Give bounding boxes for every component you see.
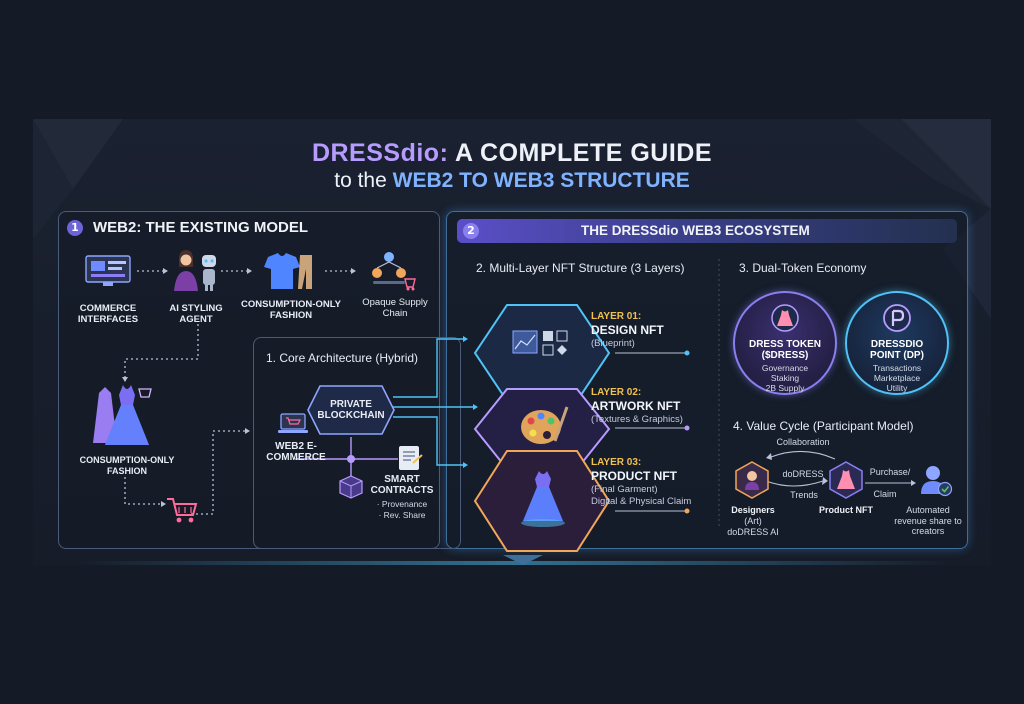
label-automated-revenue: Automated revenue share to creators: [894, 505, 962, 536]
section-divider: [718, 259, 720, 529]
label-web2-ecommerce: WEB2 E-COMMERCE: [266, 441, 326, 463]
label-commerce-interfaces: COMMERCE INTERFACES: [77, 303, 139, 325]
core-section-title: 1. Core Architecture (Hybrid): [266, 351, 419, 365]
subtitle: to the WEB2 TO WEB3 STRUCTURE: [33, 169, 991, 193]
dressdio-point-circle: DRESSDIO POINT (DP) Transactions Marketp…: [845, 291, 949, 395]
layer-01-tag: LAYER 01:: [591, 311, 642, 322]
cycle-arrows: [765, 450, 916, 487]
layer-hexagons: [473, 304, 611, 552]
point-token-line3: Utility: [886, 383, 908, 393]
dress-token-line1: Governance: [761, 363, 809, 373]
label-dodress: doDRESS: [782, 469, 824, 479]
layer-03-sub2: Digital & Physical Claim: [591, 496, 692, 507]
layer-03-name: PRODUCT NFT: [591, 469, 677, 483]
point-token-icon: [883, 304, 911, 332]
label-opaque-supply-chain: Opaque Supply Chain: [362, 297, 428, 319]
label-claim: Claim: [873, 489, 897, 499]
web2-number-badge: 1: [67, 220, 83, 236]
dress-token-name1: DRESS TOKEN: [748, 339, 822, 350]
label-product-nft: Product NFT: [819, 505, 873, 515]
label-rev-share: · Rev. Share: [378, 510, 426, 520]
layer-01-name: DESIGN NFT: [591, 323, 664, 337]
label-consumption-fashion-left: CONSUMPTION-ONLY FASHION: [79, 455, 175, 476]
label-provenance: · Provenance: [376, 499, 428, 509]
label-private-blockchain: PRIVATE BLOCKCHAIN: [317, 399, 385, 421]
dress-token-line2: Staking: [770, 373, 800, 383]
layer-02-sub: (Textures & Graphics): [591, 414, 683, 425]
laptop-icon: [278, 413, 308, 433]
label-designers: Designers: [731, 505, 775, 515]
dress-token-icon: [771, 304, 799, 332]
label-trends: Trends: [790, 490, 818, 500]
subtitle-emph: WEB2 TO WEB3 STRUCTURE: [392, 169, 690, 192]
bottom-pointer: [503, 555, 543, 565]
shopping-cart-icon: [167, 498, 198, 523]
clothing-icon: [264, 253, 312, 289]
user-check-icon: [921, 466, 953, 497]
label-collaboration: Collaboration: [776, 437, 830, 447]
dress-token-circle: DRESS TOKEN ($DRESS) Governance Staking …: [733, 291, 837, 395]
point-token-line2: Marketplace: [873, 373, 921, 383]
title-rest: A COMPLETE GUIDE: [454, 139, 713, 167]
web2-flow-lines: [122, 268, 356, 515]
blockchain-hexagon: [307, 385, 395, 435]
label-dodress-ai: doDRESS AI: [727, 527, 779, 537]
point-token-line1: Transactions: [872, 363, 922, 373]
web3-number-badge: 2: [463, 223, 479, 239]
supply-chain-icon: [372, 252, 416, 291]
contract-icon: [399, 446, 423, 470]
layer-03-sub: (Final Garment): [591, 484, 658, 495]
subtitle-pre: to the: [334, 169, 387, 192]
web2-title: WEB2: THE EXISTING MODEL: [93, 219, 309, 236]
token-section-title: 3. Dual-Token Economy: [739, 261, 867, 275]
web3-title: THE DRESSdio WEB3 ECOSYSTEM: [581, 223, 810, 238]
label-designers-art: (Art): [744, 516, 762, 526]
label-smart-contracts: SMART CONTRACTS: [370, 474, 434, 496]
product-nft-icon: [829, 461, 863, 499]
layer-03-tag: LAYER 03:: [591, 457, 642, 468]
core-architecture-box: [253, 337, 461, 549]
web3-header-bar: [457, 219, 957, 243]
label-consumption-fashion-top: CONSUMPTION-ONLY FASHION: [241, 299, 341, 321]
layer-02-name: ARTWORK NFT: [591, 399, 681, 413]
title-brand: DRESSdio:: [311, 139, 449, 167]
label-purchase: Purchase/: [869, 467, 911, 477]
cycle-section-title: 4. Value Cycle (Participant Model): [733, 419, 914, 433]
layer-02-tag: LAYER 02:: [591, 387, 642, 398]
dress-icon: [93, 385, 152, 445]
nft-section-title: 2. Multi-Layer NFT Structure (3 Layers): [476, 261, 685, 275]
label-ai-styling-agent: AI STYLING AGENT: [169, 303, 223, 325]
main-title: DRESSdio: A COMPLETE GUIDE: [33, 139, 991, 168]
ai-agent-icon: [174, 250, 216, 291]
infographic-canvas: DRESSdio: A COMPLETE GUIDE to the WEB2 T…: [33, 119, 991, 565]
designer-avatar-icon: [735, 461, 769, 499]
point-token-name1: DRESSDIO: [870, 339, 924, 350]
cube-icon: [339, 475, 363, 499]
bottom-glow: [73, 561, 953, 565]
layer-01-sub: (Blueprint): [591, 338, 635, 349]
core-connector-lines: [295, 336, 690, 514]
dress-token-name2: ($DRESS): [761, 350, 809, 361]
dress-token-line3: 2B Supply: [765, 383, 805, 393]
point-token-name2: POINT (DP): [870, 350, 924, 361]
monitor-icon: [85, 255, 131, 286]
